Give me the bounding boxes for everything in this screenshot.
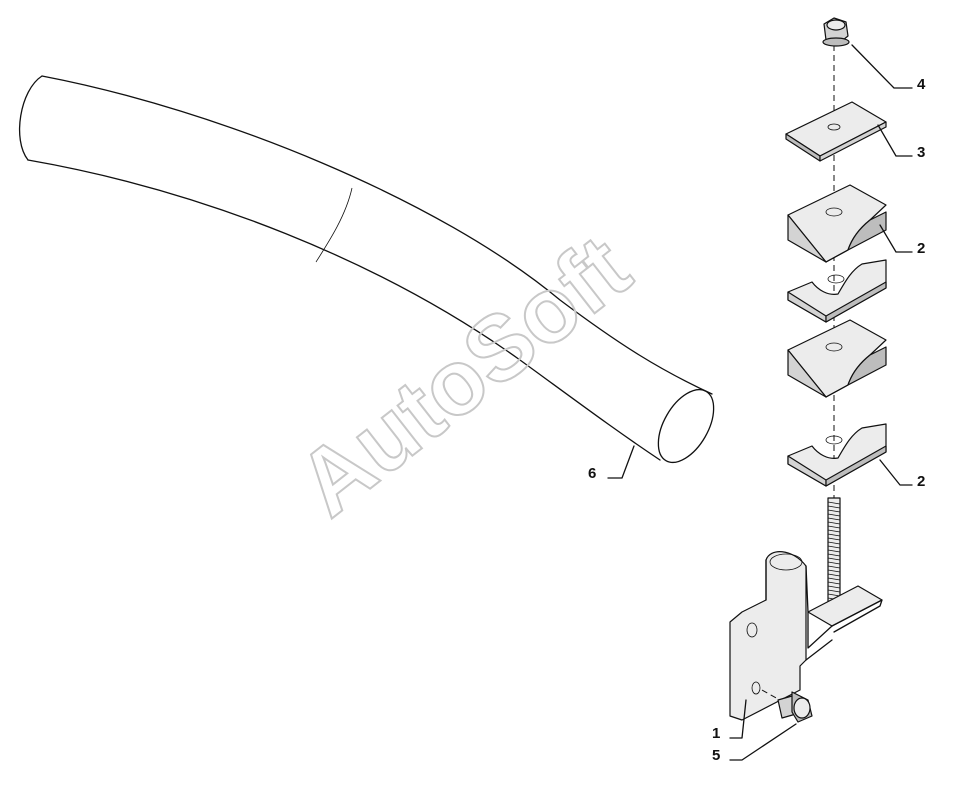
stud-thread — [827, 581, 841, 585]
bracket — [729, 551, 883, 721]
stud-thread — [827, 577, 841, 581]
stud-thread — [827, 517, 841, 521]
stud-thread — [827, 541, 841, 545]
watermark-text: AutoSoft — [280, 216, 649, 535]
callout-1: 1 — [712, 725, 720, 742]
stud-thread — [827, 521, 841, 525]
stud-thread — [827, 593, 841, 597]
stud-thread — [827, 585, 841, 589]
callout-6: 6 — [588, 465, 596, 482]
callout-4: 4 — [917, 76, 926, 93]
clamp-half-upper-b — [787, 259, 887, 323]
stud-thread — [827, 501, 841, 505]
stud-thread — [827, 529, 841, 533]
stud-thread — [827, 537, 841, 541]
flange-bolt — [761, 689, 813, 723]
stud-thread — [827, 525, 841, 529]
clamp-plate — [785, 101, 887, 162]
stud-thread — [827, 565, 841, 569]
stud-thread — [827, 509, 841, 513]
callout-2-lower: 2 — [917, 473, 925, 490]
stud-thread — [827, 505, 841, 509]
stud-thread — [827, 561, 841, 565]
callout-3: 3 — [917, 144, 925, 161]
stud-thread — [827, 553, 841, 557]
stud-thread — [827, 533, 841, 537]
clamp-half-upper-a — [787, 184, 887, 263]
stud-thread — [827, 513, 841, 517]
callout-2-upper: 2 — [917, 240, 925, 257]
stud-thread — [827, 589, 841, 593]
stud-thread — [827, 573, 841, 577]
stud-thread — [827, 549, 841, 553]
callout-5: 5 — [712, 747, 720, 764]
clamp-half-lower-a — [787, 319, 887, 398]
clamp-half-lower-b — [787, 423, 887, 487]
stud-thread — [827, 557, 841, 561]
leader-lines — [607, 44, 913, 761]
stud-thread — [827, 545, 841, 549]
pipe — [18, 75, 715, 463]
flange-nut — [822, 17, 850, 47]
stud-thread — [827, 569, 841, 573]
